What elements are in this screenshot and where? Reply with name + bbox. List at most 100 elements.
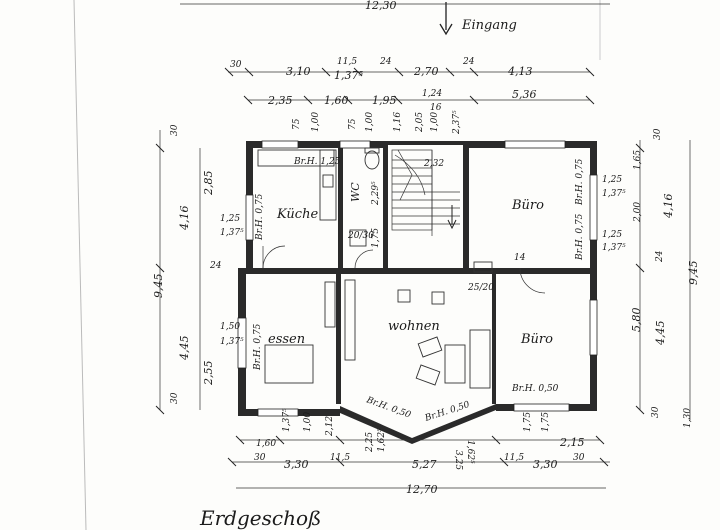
top-dim-3: 11,5 bbox=[337, 57, 357, 67]
top-small-6: 2,05 bbox=[415, 112, 425, 133]
left-dim-7: 4,45 bbox=[178, 336, 191, 362]
paper-fold-line bbox=[73, 0, 87, 530]
stair-dim: 2,32 bbox=[423, 159, 444, 169]
room-office-bottom: Büro bbox=[520, 332, 553, 347]
bottom-dim-9: 1,75 bbox=[523, 412, 533, 432]
chimney2-size: 25/20 bbox=[467, 283, 494, 293]
window-note-5: Br.H. 0,50 bbox=[364, 395, 412, 421]
floor-name-label: Erdgeschoß bbox=[199, 506, 321, 530]
bottom-row2-4: 5,27 bbox=[412, 458, 437, 471]
entrance-arrow-icon bbox=[439, 2, 453, 36]
top-small-1: 75 bbox=[292, 118, 302, 130]
top-dim-2: 3,10 bbox=[286, 65, 311, 78]
building-walls bbox=[238, 141, 597, 444]
left-dim-10: 2,55 bbox=[202, 361, 215, 387]
left-dim-6: 24 bbox=[209, 261, 222, 271]
window-note-4: Br.H. 0,50 bbox=[511, 384, 559, 394]
dining-furniture bbox=[264, 281, 336, 384]
room-office-top: Büro bbox=[511, 198, 544, 213]
bottom-row2-1: 30 bbox=[254, 453, 266, 463]
left-dim-1: 30 bbox=[170, 124, 180, 136]
stair-height: 2,29⁵ bbox=[371, 181, 381, 206]
kitchen-counter bbox=[257, 149, 337, 221]
bottom-row2-5: 11,5 bbox=[504, 453, 524, 463]
window-note-3: Br.H. 0,75 bbox=[575, 158, 585, 206]
toilet-icon bbox=[364, 147, 380, 170]
top-dim-row2-2: 1,60 bbox=[324, 94, 349, 107]
room-living: wohnen bbox=[388, 319, 440, 334]
top-small-3: 75 bbox=[348, 118, 358, 130]
bottom-dim-10: 1,75 bbox=[541, 412, 551, 432]
chimney bbox=[349, 229, 367, 247]
right-dim-6: 2,00 bbox=[633, 202, 643, 223]
room-kitchen: Küche bbox=[276, 207, 318, 222]
bottom-row2-7: 30 bbox=[573, 453, 585, 463]
top-small-4: 1,00 bbox=[365, 112, 375, 132]
right-dim-5: 4,16 bbox=[662, 194, 675, 220]
top-small-9: 16 bbox=[430, 103, 442, 113]
bottom-dim-6: 1,62⁵ bbox=[377, 428, 387, 452]
window-note-1: Br.H. 1,25 bbox=[293, 157, 341, 167]
top-small-8: 2,37⁵ bbox=[452, 110, 462, 135]
bottom-row2-3: 11,5 bbox=[330, 453, 350, 463]
top-small-2: 1,00 bbox=[311, 112, 321, 132]
staircase bbox=[391, 149, 460, 236]
chimney-2 bbox=[473, 261, 493, 273]
right-dim-4: 1,37⁵ bbox=[602, 189, 626, 199]
top-small-5: 1,16 bbox=[393, 112, 403, 132]
bottom-dim-5: 2,25 bbox=[365, 432, 375, 453]
entrance-label: Eingang bbox=[461, 18, 517, 33]
right-dim-3: 1,25 bbox=[602, 175, 622, 185]
door-height: 1,75 bbox=[371, 228, 381, 248]
right-dim-1: 30 bbox=[653, 128, 663, 140]
bottom-dim-7: 3,25 bbox=[453, 450, 463, 470]
top-overall-dim: 12,30 bbox=[365, 0, 397, 12]
bottom-overall: 12,70 bbox=[406, 483, 438, 496]
living-furniture bbox=[344, 279, 491, 389]
chimney-size: 20/30 bbox=[347, 231, 374, 241]
window-note-7: Br.H. 0,75 bbox=[253, 323, 263, 371]
room-wc: WC bbox=[349, 182, 362, 202]
bottom-dim-8: 1,62⁵ bbox=[465, 440, 475, 464]
bottom-dim-2: 1,37⁵ bbox=[282, 408, 292, 432]
chimney2-depth: 14 bbox=[514, 253, 526, 263]
left-dim-11: 30 bbox=[170, 392, 180, 404]
bottom-dim-3: 1,00 bbox=[303, 412, 313, 432]
right-dim-2: 1,65 bbox=[633, 150, 643, 170]
top-dim-7: 24 bbox=[462, 57, 475, 67]
right-dim-7: 1,25 bbox=[602, 230, 622, 240]
top-dim-5: 24 bbox=[379, 57, 392, 67]
left-dim-5: 1,37⁵ bbox=[220, 228, 244, 238]
bottom-dim-4: 2,12 bbox=[325, 416, 335, 437]
top-dim-row2-3: 1,95 bbox=[372, 94, 397, 107]
window-note-8: Br.H. 0,75 bbox=[575, 213, 585, 261]
left-dim-2: 2,85 bbox=[202, 171, 215, 197]
right-dim-8: 1,37⁵ bbox=[602, 243, 626, 253]
right-dim-9: 24 bbox=[655, 250, 665, 263]
doors bbox=[262, 245, 546, 294]
top-dim-row2-4: 1,24 bbox=[422, 89, 442, 99]
top-dim-6: 2,70 bbox=[413, 65, 439, 78]
right-overall: 9,45 bbox=[687, 261, 700, 286]
bottom-dim-11: 2,15 bbox=[559, 436, 585, 449]
top-dim-1: 30 bbox=[230, 60, 242, 70]
top-small-7: 1,00 bbox=[430, 112, 440, 132]
bottom-dim-1: 1,60 bbox=[256, 439, 276, 449]
left-dim-3: 4,16 bbox=[178, 206, 191, 232]
room-dining: essen bbox=[268, 332, 305, 347]
left-overall: 9,45 bbox=[152, 274, 165, 299]
dimension-ticks bbox=[155, 67, 645, 467]
left-dim-8: 1,50 bbox=[220, 322, 240, 332]
left-dim-4: 1,25 bbox=[220, 214, 240, 224]
bottom-row2-2: 3,30 bbox=[284, 458, 309, 471]
right-dim-10: 5,80 bbox=[630, 308, 643, 333]
bottom-row2-6: 3,30 bbox=[533, 458, 558, 471]
left-dim-9: 1,37⁵ bbox=[220, 337, 244, 347]
right-dim-11: 4,45 bbox=[654, 321, 667, 347]
top-dim-8: 4,13 bbox=[507, 65, 533, 78]
top-dim-row2-1: 2,35 bbox=[267, 94, 293, 107]
top-dim-row2-5: 5,36 bbox=[512, 88, 537, 101]
top-dim-4: 1,37⁵ bbox=[334, 69, 363, 82]
